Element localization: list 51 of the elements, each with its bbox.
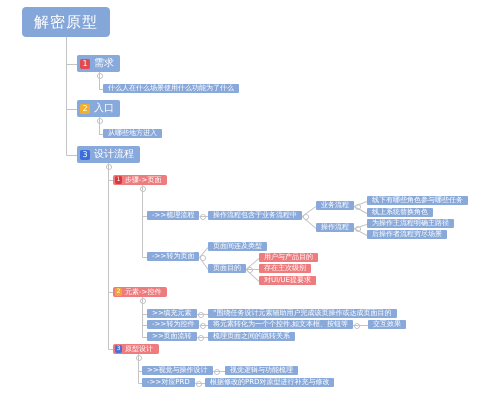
topic-box	[113, 344, 159, 354]
connector-line	[142, 337, 148, 338]
connector-line	[302, 216, 316, 229]
connector-line	[354, 201, 368, 207]
topic-box	[77, 100, 120, 117]
connector-line	[66, 109, 78, 110]
connector-line	[142, 184, 143, 258]
connector-line	[108, 162, 109, 350]
connector-line	[354, 206, 368, 214]
connector-line	[142, 314, 148, 315]
connector-line	[108, 180, 114, 181]
connector-line	[246, 269, 260, 282]
connector-line	[66, 64, 78, 65]
topic-label: 设计流程	[94, 148, 134, 162]
topic-box	[113, 287, 168, 297]
connector-line	[99, 72, 104, 90]
connector-line	[108, 292, 114, 293]
topic-box	[77, 55, 120, 72]
connector-line	[138, 371, 142, 372]
connector-line	[142, 296, 143, 338]
number-badge: 3	[80, 150, 90, 160]
connector-line	[142, 216, 148, 217]
connector-line	[302, 206, 316, 217]
number-badge: 2	[80, 104, 90, 114]
connector-line	[138, 383, 142, 384]
topic-box	[77, 146, 140, 163]
topic-label: 需求	[94, 56, 114, 71]
connector-line	[66, 36, 67, 156]
connector-line	[199, 216, 208, 217]
connector-line	[196, 337, 208, 338]
connector-line	[352, 325, 368, 326]
connector-line	[354, 228, 368, 236]
topic-box	[113, 175, 168, 185]
connector-line	[99, 116, 104, 135]
connector-line	[199, 257, 208, 270]
number-badge: 1	[80, 58, 90, 68]
central-topic-box: 解密原型	[22, 7, 110, 37]
connector-line	[212, 371, 226, 372]
connector-line	[142, 257, 148, 258]
connector-line	[199, 325, 208, 326]
connector-line	[108, 349, 114, 350]
connector-line	[246, 258, 260, 270]
connector-line	[66, 155, 78, 156]
connector-line	[138, 354, 139, 384]
connector-line	[354, 224, 368, 229]
topic-label: 入口	[94, 102, 114, 116]
connector-line	[194, 383, 206, 384]
connector-line	[142, 325, 148, 326]
connector-line	[196, 314, 208, 315]
connector-line	[246, 269, 260, 270]
connector-line	[199, 247, 208, 258]
